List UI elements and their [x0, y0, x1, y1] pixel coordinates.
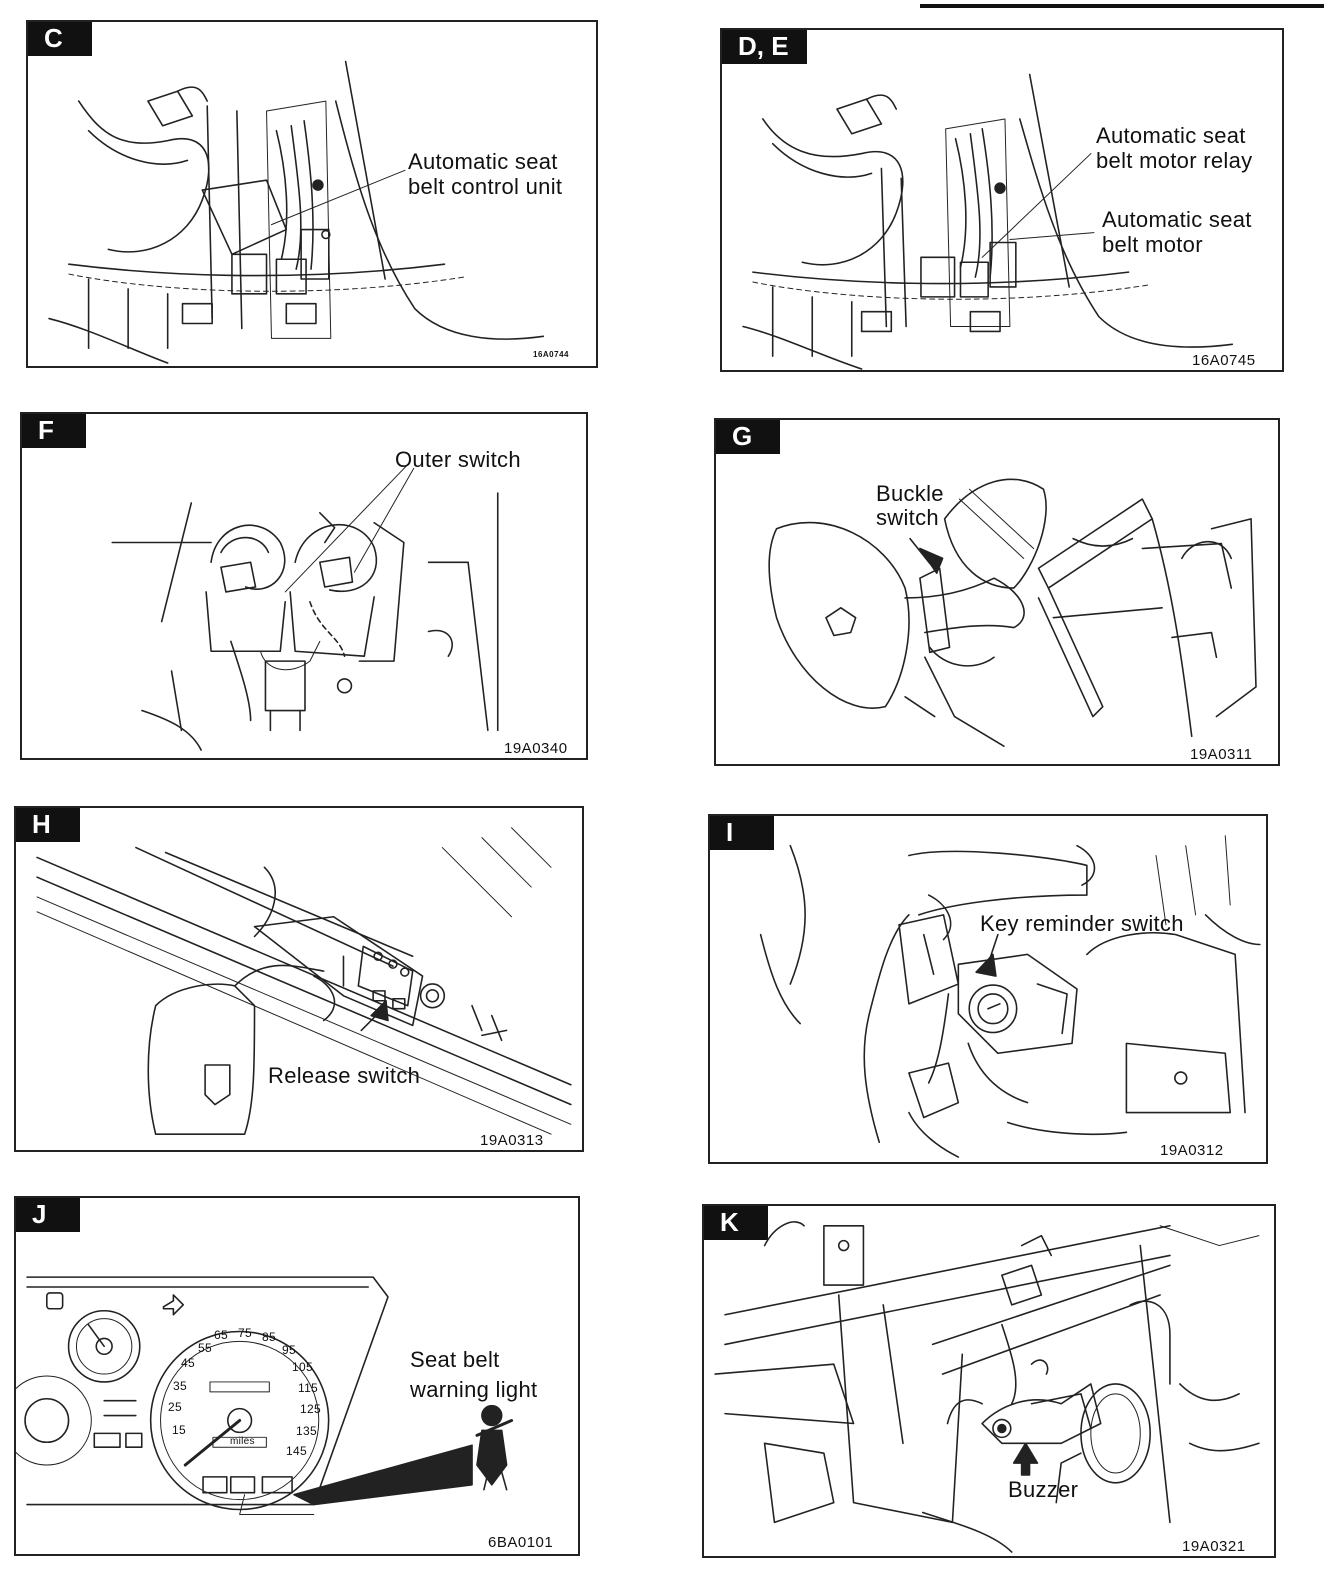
panel-tag: G [716, 420, 780, 454]
buzzer-illustration [714, 1221, 1260, 1553]
motor-label-line2: belt motor [1102, 232, 1203, 257]
figure-code: 19A0312 [1160, 1142, 1224, 1159]
gauge-mark-135: 135 [296, 1424, 317, 1438]
release-switch-label: Release switch [268, 1063, 421, 1088]
panel-f: F Outer switch 19A0340 [20, 412, 588, 760]
gauge-mark-145: 145 [286, 1444, 307, 1458]
gauge-mark-95: 95 [282, 1343, 296, 1357]
figure-code: 19A0311 [1190, 746, 1253, 763]
gauge-mark-65: 65 [214, 1328, 228, 1342]
gauge-mark-15: 15 [172, 1423, 186, 1437]
panel-tag: K [704, 1206, 768, 1240]
panel-tag: H [16, 808, 80, 842]
figure-code: 19A0313 [480, 1132, 544, 1149]
outer-switch-illustration [111, 462, 499, 751]
buckle-switch-label-line1: Buckle [876, 481, 944, 506]
panel-tag: I [710, 816, 774, 850]
buckle-switch-illustration [768, 478, 1257, 747]
gauge-mark-55: 55 [198, 1341, 212, 1355]
gauge-mark-45: 45 [181, 1356, 195, 1370]
key-reminder-switch-label: Key reminder switch [980, 911, 1184, 936]
gauge-mark-85: 85 [262, 1330, 276, 1344]
instrument-cluster-illustration [16, 1276, 514, 1515]
control-unit-label-line2: belt control unit [408, 174, 563, 199]
panel-tag: C [28, 22, 92, 56]
motor-relay-label-line2: belt motor relay [1096, 148, 1253, 173]
gauge-units: miles [230, 1436, 255, 1447]
gauge-mark-125: 125 [300, 1402, 321, 1416]
panel-h: H Release switch 19A0313 [14, 806, 584, 1152]
top-rule [920, 4, 1324, 8]
figure-code: 19A0340 [504, 740, 568, 757]
figure-code: 6BA0101 [488, 1534, 554, 1551]
panel-k: K Buzzer 19A0321 [702, 1204, 1276, 1558]
figure-code: 16A0745 [1192, 352, 1256, 369]
release-switch-illustration [36, 827, 572, 1135]
gauge-mark-35: 35 [173, 1379, 187, 1393]
panel-tag: F [22, 414, 86, 448]
warning-light-label-line2: warning light [410, 1377, 538, 1402]
panel-i: I Key reminder switch 19A0312 [708, 814, 1268, 1164]
control-unit-label-line1: Automatic seat [408, 149, 558, 174]
outer-switch-label: Outer switch [395, 447, 521, 472]
gauge-mark-75: 75 [238, 1326, 252, 1340]
key-reminder-switch-illustration [759, 835, 1261, 1158]
buzzer-label: Buzzer [1008, 1477, 1079, 1502]
panel-tag: J [16, 1198, 80, 1232]
figure-code: 19A0321 [1182, 1538, 1246, 1555]
motor-relay-illustration [742, 73, 1234, 370]
panel-tag: D, E [722, 30, 807, 64]
gauge-mark-25: 25 [168, 1400, 182, 1414]
panel-d-e: D, E Automatic seat belt motor relay Aut… [720, 28, 1284, 372]
panel-j: J 35 45 55 65 75 85 95 105 115 125 135 1 [14, 1196, 580, 1556]
panel-c: C Automatic seat belt control unit 16A07… [26, 20, 598, 368]
control-unit-illustration [48, 60, 545, 364]
motor-relay-label-line1: Automatic seat [1096, 123, 1246, 148]
motor-label-line1: Automatic seat [1102, 207, 1252, 232]
gauge-mark-105: 105 [292, 1360, 313, 1374]
panel-g: G Buckle switch 19A0311 [714, 418, 1280, 766]
gauge-mark-115: 115 [298, 1381, 319, 1395]
buckle-switch-label-line2: switch [876, 505, 939, 530]
warning-light-label-line1: Seat belt [410, 1347, 500, 1372]
figure-code: 16A0744 [533, 350, 569, 359]
